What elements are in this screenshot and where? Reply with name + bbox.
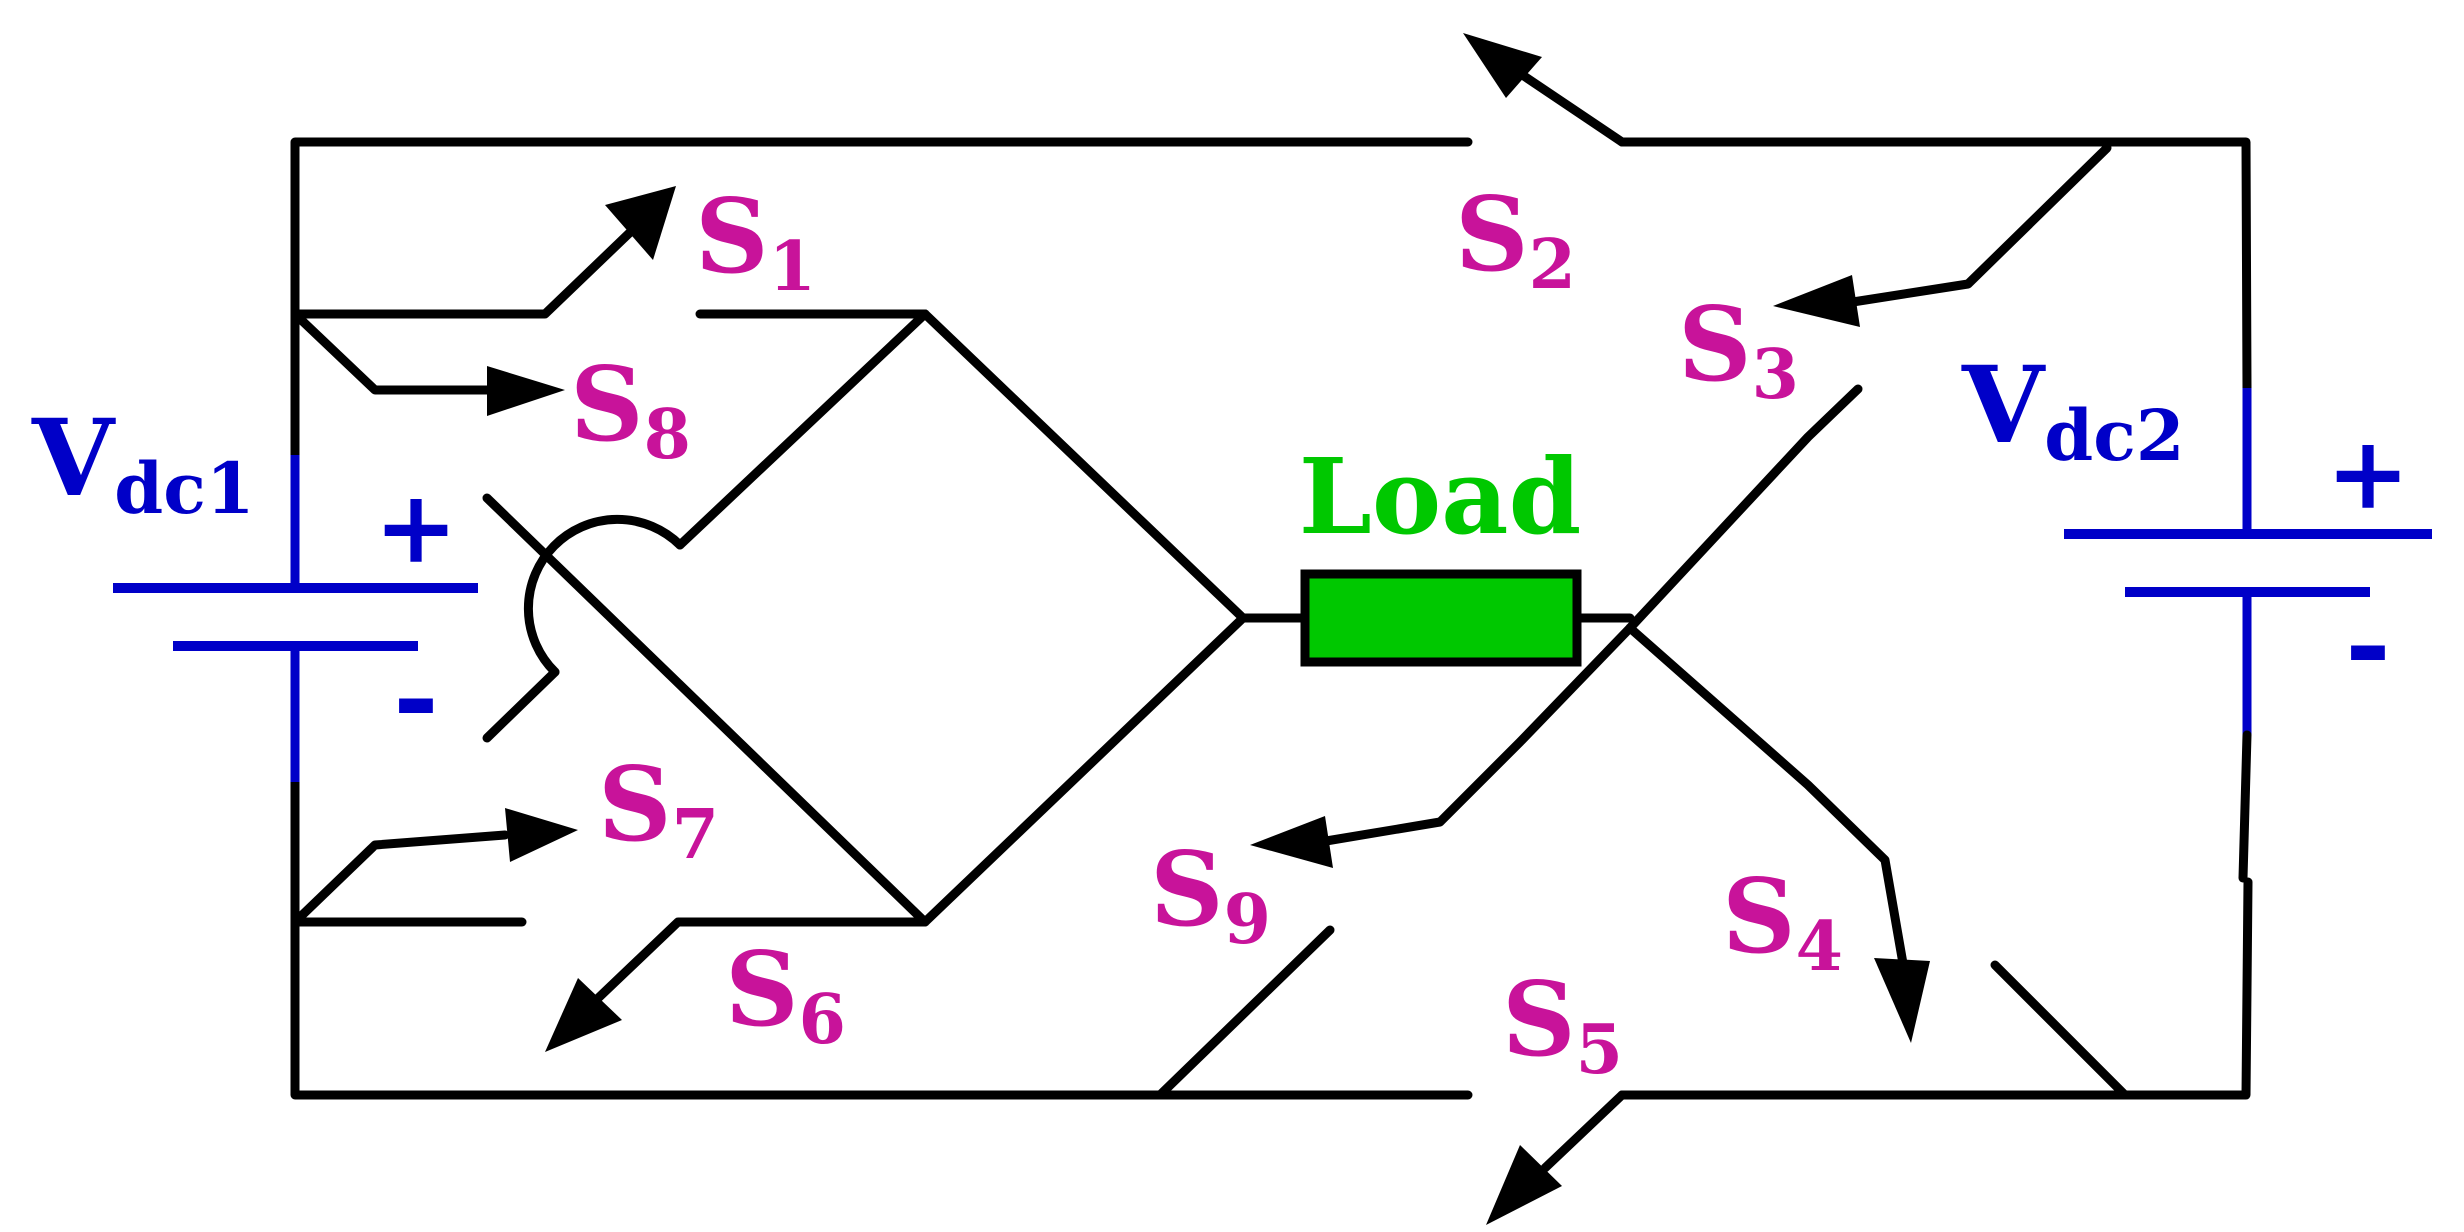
s1-blade xyxy=(290,213,650,319)
switch-s6: S6 xyxy=(290,917,930,1060)
vdc2-label: Vdc2 xyxy=(1961,342,2185,477)
switch-s5: S5 xyxy=(1486,960,1627,1225)
switch-s3: S3 xyxy=(1625,143,2112,633)
s9-label: S9 xyxy=(1150,830,1271,960)
s8-blade xyxy=(290,309,495,395)
vdc1-label: Vdc1 xyxy=(31,395,255,530)
s3-label: S3 xyxy=(1678,285,1799,415)
s1-arrowhead xyxy=(605,186,676,260)
s7-label-main: S xyxy=(598,745,672,865)
s5-label-main: S xyxy=(1502,960,1576,1080)
s2-arrowhead xyxy=(1463,33,1542,98)
right-rail-upper xyxy=(1617,137,2252,393)
s9-contact-wire xyxy=(1155,925,1335,1100)
switch-s4: S4 xyxy=(1625,623,2130,1100)
s1-label: S1 xyxy=(695,177,816,307)
s7-label-sub: 7 xyxy=(672,795,719,875)
s9-label-sub: 9 xyxy=(1224,880,1271,960)
left-rail-upper xyxy=(290,137,1473,460)
wire-crossover-hop xyxy=(523,514,685,677)
s3-label-main: S xyxy=(1678,285,1752,405)
s1-label-sub: 1 xyxy=(769,227,816,307)
s3-blade xyxy=(1835,143,2112,309)
cross-wire-tail xyxy=(482,667,560,743)
s2-label-sub: 2 xyxy=(1529,225,1576,305)
vdc1-minus-sign: - xyxy=(393,632,439,761)
frame-wires xyxy=(290,137,2253,1100)
s6-label-main: S xyxy=(725,930,799,1050)
s6-label: S6 xyxy=(725,930,846,1060)
vdc1-label-main: V xyxy=(31,395,116,520)
s2-label-main: S xyxy=(1455,175,1529,295)
source-vdc1: + - Vdc1 xyxy=(31,395,478,782)
s9-blade xyxy=(1315,623,1635,847)
s4-label-main: S xyxy=(1722,857,1796,977)
s1-label-main: S xyxy=(695,177,769,297)
s6-label-sub: 6 xyxy=(799,980,846,1060)
right-rail-lower xyxy=(1617,877,2253,1100)
s4-label: S4 xyxy=(1722,857,1843,987)
s2-label: S2 xyxy=(1455,175,1576,305)
s7-label: S7 xyxy=(598,745,719,875)
diamond-upper-right xyxy=(920,309,1248,623)
s3-contact-wire xyxy=(1625,384,1863,633)
switch-s2: S2 xyxy=(1455,33,1627,305)
switch-s8: S8 xyxy=(290,309,691,475)
switch-s7: S7 xyxy=(290,745,719,927)
vdc2-plus-sign: + xyxy=(2326,414,2410,532)
load-resistor xyxy=(1300,569,1582,667)
s4-contact-wire xyxy=(1990,960,2130,1100)
load: Load xyxy=(1238,435,1635,667)
s8-arrowhead xyxy=(487,366,565,416)
s2-blade xyxy=(1513,67,1627,147)
s8-label: S8 xyxy=(570,345,691,475)
s9-arrowhead xyxy=(1250,816,1333,868)
s8-label-sub: 8 xyxy=(644,395,691,475)
vdc2-minus-sign: - xyxy=(2345,579,2391,708)
s7-blade xyxy=(290,830,510,927)
diamond-lower-right xyxy=(920,613,1248,927)
cross-wire-down xyxy=(482,493,930,927)
load-label: Load xyxy=(1299,435,1582,558)
internal-wiring xyxy=(482,309,1248,927)
switch-s9: S9 xyxy=(1150,623,1635,1100)
s5-arrowhead xyxy=(1486,1145,1562,1225)
vdc1-plus-sign: + xyxy=(374,468,458,586)
vdc2-label-main: V xyxy=(1961,342,2046,467)
s4-arrowhead xyxy=(1874,958,1930,1043)
s9-label-main: S xyxy=(1150,830,1224,950)
vdc2-lead-tail xyxy=(2238,730,2252,883)
s4-label-sub: 4 xyxy=(1796,907,1843,987)
switch-s1: S1 xyxy=(290,177,930,319)
s6-blade xyxy=(588,917,930,1008)
source-vdc2: + - Vdc2 xyxy=(1961,342,2432,883)
s5-label: S5 xyxy=(1502,960,1623,1090)
vdc2-label-sub: dc2 xyxy=(2044,394,2184,477)
s5-blade xyxy=(1540,1090,1627,1173)
vdc1-label-sub: dc1 xyxy=(114,447,254,530)
s6-arrowhead xyxy=(545,978,622,1052)
s3-arrowhead xyxy=(1773,275,1860,327)
s8-label-main: S xyxy=(570,345,644,465)
s4-blade xyxy=(1625,623,1910,980)
left-rail-lower xyxy=(290,777,1473,1100)
s3-label-sub: 3 xyxy=(1752,335,1799,415)
s7-arrowhead xyxy=(505,808,578,862)
s5-label-sub: 5 xyxy=(1576,1010,1623,1090)
cross-wire-up xyxy=(675,309,930,550)
